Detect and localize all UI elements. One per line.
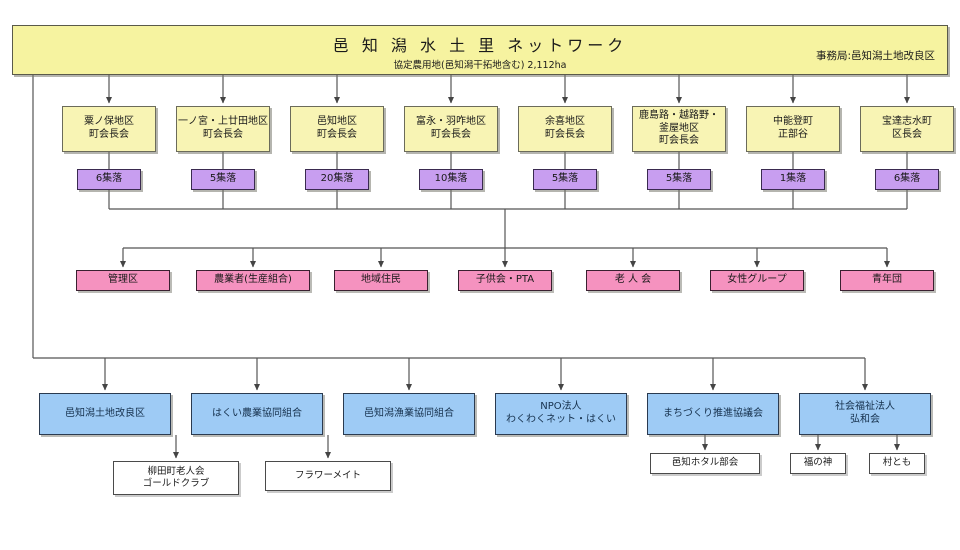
settlement-box-label: 10集落 [434, 173, 468, 185]
organisation-box[interactable]: 邑知潟土地改良区 [39, 393, 171, 435]
community-box[interactable]: 老 人 会 [586, 270, 680, 291]
subgroup-box[interactable]: フラワーメイト [265, 461, 391, 491]
district-box-label: 富永・羽咋地区 町会長会 [416, 116, 486, 140]
header-office-label: 事務局:邑知潟土地改良区 [815, 50, 935, 62]
community-box-label: 子供会・PTA [475, 274, 535, 286]
community-box-label: 農業者(生産組合) [214, 274, 292, 286]
organisation-box[interactable]: まちづくり推進協議会 [647, 393, 779, 435]
page-title: 邑 知 潟 水 土 里 ネットワーク [332, 36, 628, 55]
community-box-label: 老 人 会 [614, 274, 652, 286]
settlement-box[interactable]: 10集落 [419, 169, 483, 190]
subgroup-box-label: 邑知ホタル部会 [671, 457, 739, 469]
community-box-label: 女性グループ [727, 274, 787, 286]
community-box-label: 地域住民 [361, 274, 401, 286]
settlement-box[interactable]: 5集落 [647, 169, 711, 190]
settlement-box[interactable]: 5集落 [191, 169, 255, 190]
settlement-box-label: 1集落 [779, 173, 807, 185]
community-box[interactable]: 女性グループ [710, 270, 804, 291]
header-subtitle: 協定農用地(邑知潟干拓地含む) 2,112ha [393, 60, 567, 71]
district-box-label: 邑知地区 町会長会 [317, 116, 357, 140]
subgroup-box-label: 柳田町老人会 ゴールドクラブ [142, 465, 210, 489]
settlement-box[interactable]: 6集落 [875, 169, 939, 190]
organisation-box-label: 邑知潟漁業協同組合 [364, 407, 454, 419]
district-box-label: 宝達志水町 区長会 [882, 116, 932, 140]
subgroup-box[interactable]: 村とも [869, 453, 925, 474]
district-box-label: 粟ノ保地区 町会長会 [84, 116, 134, 140]
settlement-box-label: 6集落 [95, 173, 123, 185]
district-box[interactable]: 邑知地区 町会長会 [290, 106, 384, 152]
community-box[interactable]: 管理区 [76, 270, 170, 291]
organisation-box[interactable]: NPO法人 わくわくネット・はくい [495, 393, 627, 435]
community-box-label: 青年団 [872, 274, 902, 286]
district-box[interactable]: 余喜地区 町会長会 [518, 106, 612, 152]
organisation-box-label: まちづくり推進協議会 [663, 407, 763, 419]
community-box[interactable]: 農業者(生産組合) [196, 270, 310, 291]
subgroup-box[interactable]: 福の神 [790, 453, 846, 474]
settlement-box[interactable]: 6集落 [77, 169, 141, 190]
network-header: 邑 知 潟 水 土 里 ネットワーク 協定農用地(邑知潟干拓地含む) 2,112… [12, 25, 948, 75]
organisation-box-label: 邑知潟土地改良区 [65, 407, 145, 419]
settlement-box[interactable]: 20集落 [305, 169, 369, 190]
organisation-box[interactable]: 社会福祉法人 弘和会 [799, 393, 931, 435]
district-box[interactable]: 富永・羽咋地区 町会長会 [404, 106, 498, 152]
settlement-box-label: 20集落 [320, 173, 354, 185]
settlement-box-label: 5集落 [665, 173, 693, 185]
settlement-box-label: 5集落 [551, 173, 579, 185]
district-box[interactable]: 宝達志水町 区長会 [860, 106, 954, 152]
organisation-box-label: はくい農業協同組合 [212, 407, 302, 419]
district-box-label: 一ノ宮・上廿田地区 町会長会 [178, 116, 268, 140]
subgroup-box[interactable]: 柳田町老人会 ゴールドクラブ [113, 461, 239, 495]
district-box-label: 中能登町 正部谷 [773, 116, 813, 140]
community-box[interactable]: 子供会・PTA [458, 270, 552, 291]
organisation-box[interactable]: 邑知潟漁業協同組合 [343, 393, 475, 435]
community-box[interactable]: 青年団 [840, 270, 934, 291]
district-box-label: 余喜地区 町会長会 [545, 116, 585, 140]
settlement-box[interactable]: 5集落 [533, 169, 597, 190]
subgroup-box-label: 福の神 [803, 457, 833, 469]
organisation-box-label: 社会福祉法人 弘和会 [835, 401, 895, 425]
organisation-box[interactable]: はくい農業協同組合 [191, 393, 323, 435]
community-box[interactable]: 地域住民 [334, 270, 428, 291]
settlement-box-label: 5集落 [209, 173, 237, 185]
subgroup-box[interactable]: 邑知ホタル部会 [650, 453, 760, 474]
district-box-label: 鹿島路・越路野・ 釜屋地区 町会長会 [639, 109, 719, 147]
settlement-box-label: 6集落 [893, 173, 921, 185]
district-box[interactable]: 中能登町 正部谷 [746, 106, 840, 152]
organisation-box-label: NPO法人 わくわくネット・はくい [506, 401, 616, 425]
district-box[interactable]: 一ノ宮・上廿田地区 町会長会 [176, 106, 270, 152]
subgroup-box-label: 村とも [882, 457, 912, 469]
subgroup-box-label: フラワーメイト [294, 469, 362, 481]
settlement-box[interactable]: 1集落 [761, 169, 825, 190]
community-box-label: 管理区 [108, 274, 138, 286]
district-box[interactable]: 粟ノ保地区 町会長会 [62, 106, 156, 152]
district-box[interactable]: 鹿島路・越路野・ 釜屋地区 町会長会 [632, 106, 726, 152]
